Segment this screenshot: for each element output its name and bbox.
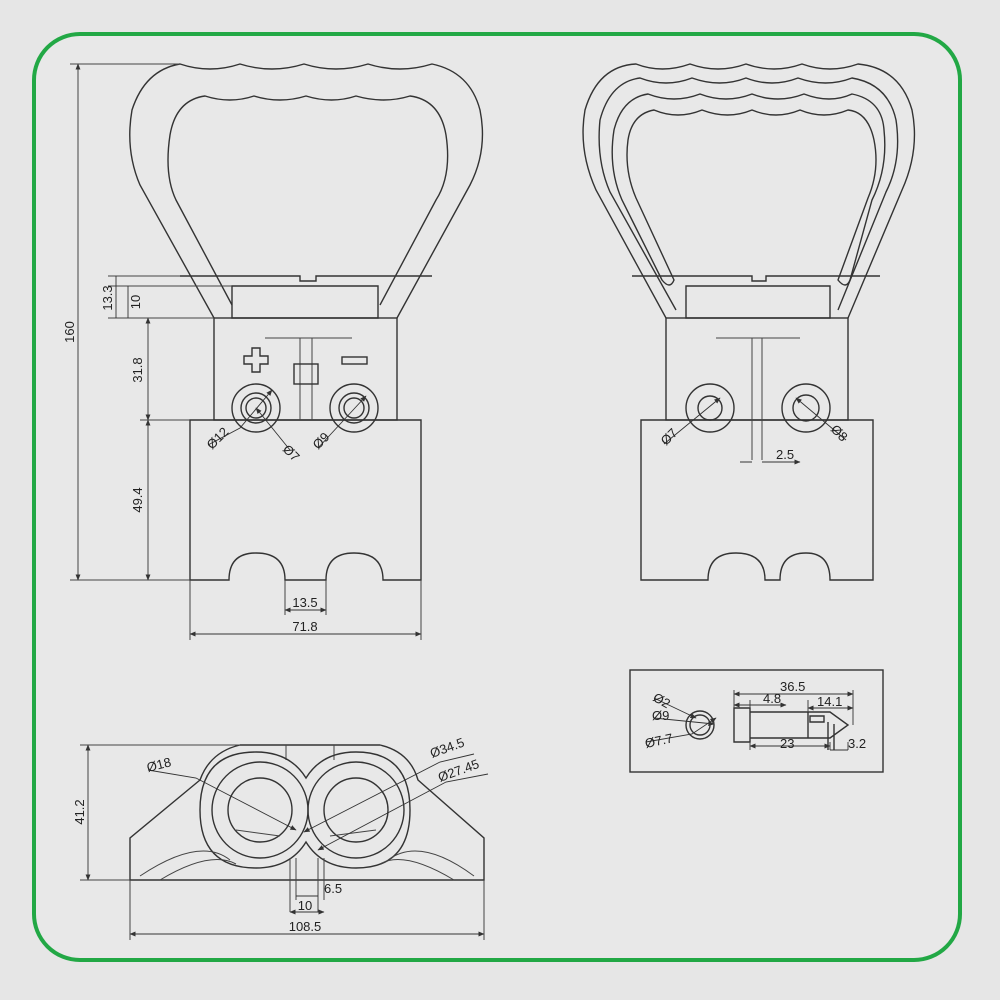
- side-hole-left: [697, 395, 723, 421]
- pin-dim-tail: 3.2: [848, 736, 866, 751]
- front-hole-left-outer: [240, 392, 272, 424]
- side-leader-d7: [663, 397, 721, 445]
- front-lower-body: [189, 419, 422, 581]
- front-handle-outer: [129, 63, 484, 319]
- side-view: Ø7 Ø8 2.5: [582, 63, 916, 581]
- drawing-frame: [32, 32, 962, 962]
- side-dim-slot: 2.5: [776, 447, 794, 462]
- front-dim-slot-pitch: 13.5: [292, 595, 317, 610]
- pin-end-inner: [689, 714, 711, 736]
- front-plus-sign: [243, 347, 269, 373]
- front-dim-hole-right: Ø9: [310, 429, 333, 452]
- side-dim-hole-left: Ø7: [658, 425, 681, 448]
- bottom-dim-slot-span: 10: [298, 898, 312, 913]
- pin-detail: Ø2 Ø9 Ø7.7 36.5 4.8 14.1 23 3.2: [629, 669, 884, 773]
- front-dim-upper-body: 31.8: [130, 357, 145, 382]
- side-leader-d8: [795, 397, 847, 441]
- front-hole-left-inner: [245, 397, 267, 419]
- front-dim-plate: 10: [128, 295, 143, 309]
- front-center-block: [293, 363, 319, 385]
- pin-dim-head: Ø9: [652, 708, 669, 723]
- front-divider: [265, 337, 352, 420]
- side-upper-body: [665, 317, 849, 421]
- front-dim-top-gap: 13.3: [100, 285, 115, 310]
- pin-dim-body-len: 23: [780, 736, 794, 751]
- bottom-leader-d18: [147, 769, 297, 831]
- side-dim-hole-right: Ø8: [828, 422, 851, 445]
- bottom-body-lobes: [199, 751, 411, 869]
- bottom-dim-width: 108.5: [289, 919, 322, 934]
- pin-detail-box: [629, 669, 884, 773]
- bottom-hole-left: [227, 777, 293, 843]
- front-hole-left-boss: [231, 383, 281, 433]
- bottom-view: Ø18 Ø34.5 Ø27.45 41.2 6.5 10 108.5: [72, 735, 489, 940]
- front-handle-inner: [167, 95, 449, 306]
- bottom-hole-right: [323, 777, 389, 843]
- front-dim-width: 71.8: [292, 619, 317, 634]
- side-slot: [716, 337, 800, 460]
- side-handle-outer: [582, 63, 916, 319]
- bottom-contacts: [235, 829, 377, 837]
- front-view: Ø12 Ø7 Ø9 160 13.3 10 31.8 49.4 13.5 71.…: [62, 63, 484, 640]
- front-dim-hole-outer: Ø12: [204, 424, 232, 452]
- front-dim-hole-inner: Ø7: [280, 442, 303, 465]
- side-handle-middle: [598, 77, 899, 311]
- bottom-dim-inner: Ø27.45: [436, 756, 481, 785]
- bottom-leader-d27-45: [317, 773, 489, 851]
- side-hole-right-boss: [781, 383, 831, 433]
- front-hole-right-boss: [329, 383, 379, 433]
- bottom-dim-slot-width: 6.5: [324, 881, 342, 896]
- bottom-ring-left-outer: [211, 761, 309, 859]
- front-dim-overall-height: 160: [62, 321, 77, 343]
- front-hole-right-inner: [343, 397, 365, 419]
- front-minus-sign: [341, 356, 368, 365]
- bottom-dim-hole: Ø18: [145, 754, 172, 775]
- pin-dim-head-len: 4.8: [763, 691, 781, 706]
- pin-dim-length: 36.5: [780, 679, 805, 694]
- side-hole-right: [792, 394, 820, 422]
- bottom-outline: [129, 744, 485, 881]
- front-leader-d7: [255, 407, 291, 451]
- bottom-leader-d34-5: [303, 753, 475, 833]
- front-leader-d9: [317, 395, 367, 449]
- front-plate: [180, 275, 432, 319]
- front-leader-d12: [207, 389, 273, 446]
- bottom-dim-height: 41.2: [72, 799, 87, 824]
- bottom-ring-right-outer: [307, 761, 405, 859]
- side-lower-body: [640, 419, 874, 581]
- pin-dim-shaft: Ø7.7: [644, 730, 675, 751]
- front-hole-right-outer: [338, 392, 370, 424]
- side-handle-inner: [611, 93, 886, 286]
- pin-dim-rear-len: 14.1: [817, 694, 842, 709]
- side-hole-left-boss: [685, 383, 735, 433]
- front-dim-lower-body: 49.4: [130, 487, 145, 512]
